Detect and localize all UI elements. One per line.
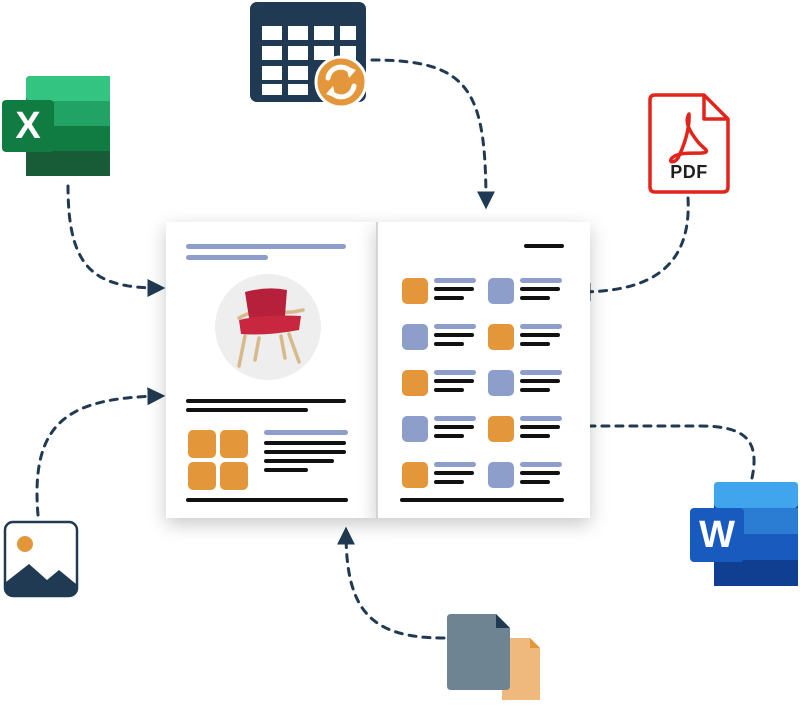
product-tile	[220, 430, 248, 458]
heading-line	[186, 255, 268, 260]
product-tile	[488, 370, 514, 396]
text-line	[434, 462, 476, 467]
word-icon: W	[688, 480, 800, 588]
text-line	[434, 333, 474, 337]
excel-icon: X	[0, 74, 112, 178]
footer-line	[400, 498, 564, 502]
edge-image-to-catalog	[35, 387, 166, 517]
product-tile	[488, 462, 514, 488]
edge-files-to-catalog	[337, 526, 446, 640]
pdf-label: PDF	[670, 162, 708, 182]
text-line	[520, 324, 562, 329]
text-line	[264, 450, 346, 454]
text-line	[520, 480, 550, 484]
excel-letter: X	[15, 105, 41, 147]
edge-pdf-to-catalog	[572, 196, 690, 301]
edge-excel-to-catalog	[66, 184, 166, 297]
text-line	[434, 342, 464, 346]
catalog-page-right	[376, 222, 590, 518]
text-line	[434, 480, 464, 484]
text-line	[520, 425, 560, 429]
armchair-icon	[237, 288, 305, 368]
text-line	[520, 278, 562, 283]
heading-line	[524, 244, 564, 248]
product-tile	[402, 462, 428, 488]
image-icon	[3, 520, 79, 598]
product-tile	[220, 462, 248, 490]
text-line	[434, 388, 464, 392]
text-line	[520, 333, 560, 337]
text-line	[520, 296, 550, 300]
product-tile	[402, 278, 428, 304]
product-tile	[402, 416, 428, 442]
word-letter: W	[699, 514, 735, 556]
text-line	[520, 287, 560, 291]
spreadsheet-sync-icon	[248, 0, 372, 109]
text-line	[434, 278, 476, 283]
edge-word-to-catalog	[504, 417, 756, 480]
text-line	[434, 425, 474, 429]
text-line	[434, 434, 464, 438]
product-tile	[188, 430, 216, 458]
text-line	[264, 459, 334, 463]
edge-spreadsheet-to-catalog	[370, 58, 495, 210]
product-tile	[488, 416, 514, 442]
heading-line	[186, 244, 346, 249]
text-line	[186, 399, 346, 403]
text-line	[264, 430, 348, 435]
text-line	[520, 434, 550, 438]
footer-line	[186, 498, 348, 502]
text-line	[520, 462, 562, 467]
product-tile	[488, 278, 514, 304]
text-line	[434, 296, 464, 300]
text-line	[520, 416, 562, 421]
text-line	[434, 370, 476, 375]
product-tile	[188, 462, 216, 490]
pdf-icon: PDF	[646, 92, 732, 196]
text-line	[264, 441, 346, 445]
text-line	[520, 471, 560, 475]
files-icon	[444, 610, 544, 702]
text-line	[520, 379, 560, 383]
text-line	[264, 468, 308, 472]
text-line	[186, 408, 308, 412]
product-tile	[402, 324, 428, 350]
text-line	[434, 287, 474, 291]
text-line	[434, 379, 474, 383]
product-tile	[488, 324, 514, 350]
catalog-page-left	[166, 222, 376, 518]
text-line	[520, 388, 550, 392]
product-tile	[402, 370, 428, 396]
text-line	[520, 370, 562, 375]
text-line	[434, 471, 474, 475]
text-line	[434, 324, 476, 329]
text-line	[520, 342, 550, 346]
chair-photo	[215, 274, 321, 380]
text-line	[434, 416, 476, 421]
